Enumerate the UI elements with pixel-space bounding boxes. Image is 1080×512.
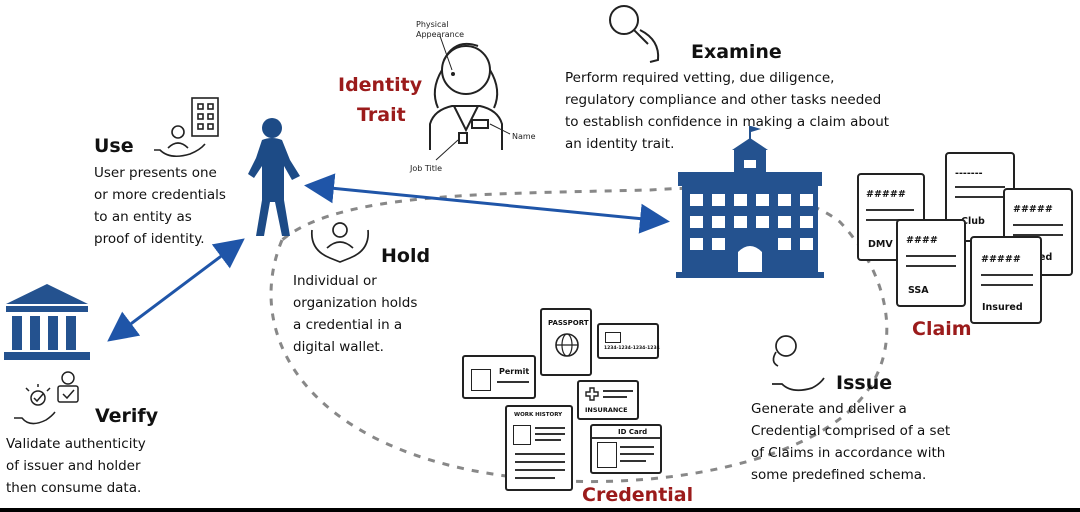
hold-hands-icon xyxy=(310,222,370,263)
credential-title: Credential xyxy=(582,484,694,506)
examine-text-3: to establish confidence in making a clai… xyxy=(565,114,890,130)
identity-trait-title-2: Trait xyxy=(357,104,406,126)
identity-trait-person-icon xyxy=(429,42,503,150)
verify-title: Verify xyxy=(95,405,159,427)
examine-title: Examine xyxy=(691,41,782,63)
identity-trait-title-1: Identity xyxy=(338,74,423,96)
work-history-card: WORK HISTORY xyxy=(505,405,573,491)
verify-text-2: of issuer and holder xyxy=(6,458,141,474)
use-issuer-arrow xyxy=(304,173,670,234)
use-verify-arrow xyxy=(107,238,245,342)
bank-card: 1234-1234-1234-1234 xyxy=(597,323,660,359)
issue-text-4: some predefined schema. xyxy=(751,467,927,483)
examine-text-4: an identity trait. xyxy=(565,136,675,152)
permit-card: Permit xyxy=(462,355,536,399)
medical-cross-icon xyxy=(585,387,599,401)
passport-card: PASSPORT xyxy=(540,308,592,376)
issue-text-3: of Claims in accordance with xyxy=(751,445,946,461)
use-text-2: or more credentials xyxy=(94,187,226,203)
physical-appearance-label-2: Appearance xyxy=(416,30,465,39)
claim-doc-ssa: #### SSA xyxy=(896,219,966,307)
use-text-1: User presents one xyxy=(94,165,217,181)
hold-text-3: a credential in a xyxy=(293,317,403,333)
use-text-4: proof of identity. xyxy=(94,231,205,247)
magnifier-icon xyxy=(609,5,660,63)
verify-text-1: Validate authenticity xyxy=(6,436,146,452)
hold-text-4: digital wallet. xyxy=(293,339,384,355)
claim-doc-insured: ##### Insured xyxy=(970,236,1042,324)
globe-icon xyxy=(555,333,579,357)
physical-appearance-label-1: Physical xyxy=(416,20,449,29)
hold-title: Hold xyxy=(381,245,431,267)
hand-building-icon xyxy=(154,97,219,158)
building-windows xyxy=(690,160,813,272)
lifecycle-loop xyxy=(269,186,889,483)
person-silhouette-icon xyxy=(248,118,300,236)
id-card: ID Card xyxy=(590,424,662,474)
issue-hand-icon xyxy=(772,335,825,392)
hold-text-2: organization holds xyxy=(293,295,418,311)
issue-text-2: Credential comprised of a set xyxy=(751,423,951,439)
verify-check-icon xyxy=(14,371,79,425)
use-text-3: to an entity as xyxy=(94,209,192,225)
job-title-label: Job Title xyxy=(410,164,443,173)
use-title: Use xyxy=(94,135,134,157)
verify-text-3: then consume data. xyxy=(6,480,142,496)
insurance-card: INSURANCE xyxy=(577,380,639,420)
examine-text-2: regulatory compliance and other tasks ne… xyxy=(565,92,882,108)
hold-text-1: Individual or xyxy=(293,273,377,289)
name-label: Name xyxy=(512,132,536,141)
claim-title: Claim xyxy=(912,318,972,340)
bank-icon xyxy=(4,284,90,360)
issue-text-1: Generate and deliver a xyxy=(751,401,907,417)
examine-text-1: Perform required vetting, due diligence, xyxy=(565,70,835,86)
issue-title: Issue xyxy=(836,372,893,394)
